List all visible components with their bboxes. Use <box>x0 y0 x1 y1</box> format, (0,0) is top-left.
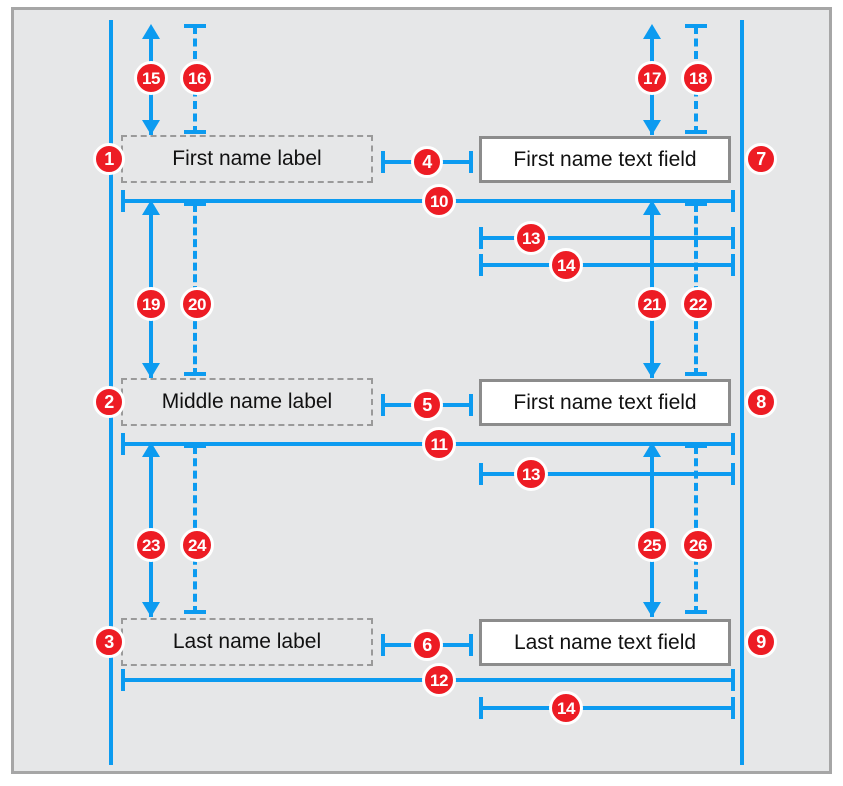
dash-24-bottom-cap <box>184 610 206 614</box>
first-name-label[interactable]: First name label <box>121 135 373 183</box>
callout-badge-21[interactable]: 21 <box>635 287 669 321</box>
diagram-frame: First name label First name text field M… <box>11 7 832 774</box>
dash-22-bottom-cap <box>685 372 707 376</box>
callout-badge-22[interactable]: 22 <box>681 287 715 321</box>
callout-badge-8[interactable]: 8 <box>745 386 777 418</box>
callout-badge-5[interactable]: 5 <box>411 389 443 421</box>
callout-badge-11[interactable]: 11 <box>422 427 456 461</box>
callout-badge-20[interactable]: 20 <box>180 287 214 321</box>
span-13b-line <box>479 472 735 476</box>
callout-badge-14-row3[interactable]: 14 <box>549 691 583 725</box>
span-14b-line <box>479 706 735 710</box>
span-13a-right-cap <box>731 227 735 249</box>
callout-badge-9[interactable]: 9 <box>745 626 777 658</box>
span-13b-right-cap <box>731 463 735 485</box>
arrow-23-head-up <box>142 442 160 457</box>
middle-name-label[interactable]: Middle name label <box>121 378 373 426</box>
dash-20-bottom-cap <box>184 372 206 376</box>
callout-badge-18[interactable]: 18 <box>681 61 715 95</box>
middle-name-text-field[interactable]: First name text field <box>479 379 731 426</box>
arrow-21-head-up <box>643 200 661 215</box>
callout-badge-1[interactable]: 1 <box>93 143 125 175</box>
arrow-21-head-down <box>643 363 661 378</box>
span-11-right-cap <box>731 433 735 455</box>
callout-badge-4[interactable]: 4 <box>411 146 443 178</box>
right-alignment-guide <box>740 20 744 765</box>
dash-16-bottom-cap <box>184 130 206 134</box>
span-10-right-cap <box>731 190 735 212</box>
callout-badge-12[interactable]: 12 <box>422 663 456 697</box>
arrow-19-head-down <box>142 363 160 378</box>
callout-badge-25[interactable]: 25 <box>635 528 669 562</box>
arrow-25-head-up <box>643 442 661 457</box>
callout-badge-7[interactable]: 7 <box>745 143 777 175</box>
span-12-right-cap <box>731 669 735 691</box>
arrow-15-head-down <box>142 120 160 135</box>
arrow-19-head-up <box>142 200 160 215</box>
arrow-15-head-up <box>142 24 160 39</box>
span-14a-line <box>479 263 735 267</box>
arrow-17-head-up <box>643 24 661 39</box>
first-name-text-field[interactable]: First name text field <box>479 136 731 183</box>
callout-badge-13-row1[interactable]: 13 <box>514 221 548 255</box>
callout-badge-3[interactable]: 3 <box>93 626 125 658</box>
arrow-17-head-down <box>643 120 661 135</box>
callout-badge-10[interactable]: 10 <box>422 184 456 218</box>
gap-6-right-cap <box>469 634 473 656</box>
gap-4-right-cap <box>469 151 473 173</box>
callout-badge-13-row2[interactable]: 13 <box>514 457 548 491</box>
last-name-label[interactable]: Last name label <box>121 618 373 666</box>
last-name-text-field[interactable]: Last name text field <box>479 619 731 666</box>
callout-badge-6[interactable]: 6 <box>411 629 443 661</box>
callout-badge-2[interactable]: 2 <box>93 386 125 418</box>
span-13a-line <box>479 236 735 240</box>
callout-badge-15[interactable]: 15 <box>134 61 168 95</box>
callout-badge-24[interactable]: 24 <box>180 528 214 562</box>
span-14b-right-cap <box>731 697 735 719</box>
arrow-25-head-down <box>643 602 661 617</box>
arrow-23-head-down <box>142 602 160 617</box>
span-14a-right-cap <box>731 254 735 276</box>
gap-5-right-cap <box>469 394 473 416</box>
callout-badge-23[interactable]: 23 <box>134 528 168 562</box>
callout-badge-14-row1[interactable]: 14 <box>549 248 583 282</box>
callout-badge-17[interactable]: 17 <box>635 61 669 95</box>
callout-badge-19[interactable]: 19 <box>134 287 168 321</box>
dash-26-bottom-cap <box>685 610 707 614</box>
dash-18-bottom-cap <box>685 130 707 134</box>
callout-badge-26[interactable]: 26 <box>681 528 715 562</box>
callout-badge-16[interactable]: 16 <box>180 61 214 95</box>
